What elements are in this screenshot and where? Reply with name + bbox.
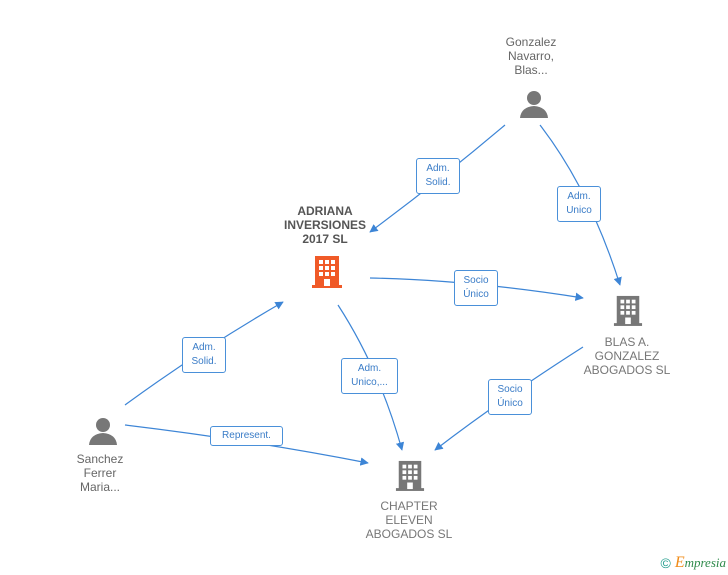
building-icon	[395, 460, 425, 491]
edge-label-gonzalez-blas[interactable]: Adm. Unico	[557, 186, 601, 222]
person-icon	[89, 418, 117, 445]
edge-label-blas-chapter[interactable]: Socio Único	[488, 379, 532, 415]
node-label-sanchez[interactable]: Sanchez Ferrer Maria...	[76, 452, 124, 494]
building-icon	[613, 295, 643, 326]
node-label-gonzalez[interactable]: Gonzalez Navarro, Blas...	[505, 35, 557, 77]
edge-label-adriana-blas[interactable]: Socio Único	[454, 270, 498, 306]
edge-label-sanchez-chapter[interactable]: Represent.	[210, 426, 283, 446]
edge-label-sanchez-adriana[interactable]: Adm. Solid.	[182, 337, 226, 373]
edge-label-gonzalez-adriana[interactable]: Adm. Solid.	[416, 158, 460, 194]
node-label-adriana[interactable]: ADRIANA INVERSIONES 2017 SL	[283, 204, 367, 246]
brand-logo: Empresia	[674, 554, 726, 571]
edge-label-adriana-chapter[interactable]: Adm. Unico,...	[341, 358, 398, 394]
footer-brand: © Empresia	[660, 554, 726, 572]
copyright-symbol: ©	[660, 555, 671, 571]
node-label-blas-abogados[interactable]: BLAS A. GONZALEZ ABOGADOS SL	[583, 335, 671, 377]
building-icon	[312, 256, 342, 288]
person-icon	[520, 91, 548, 118]
node-label-chapter[interactable]: CHAPTER ELEVEN ABOGADOS SL	[365, 499, 453, 541]
